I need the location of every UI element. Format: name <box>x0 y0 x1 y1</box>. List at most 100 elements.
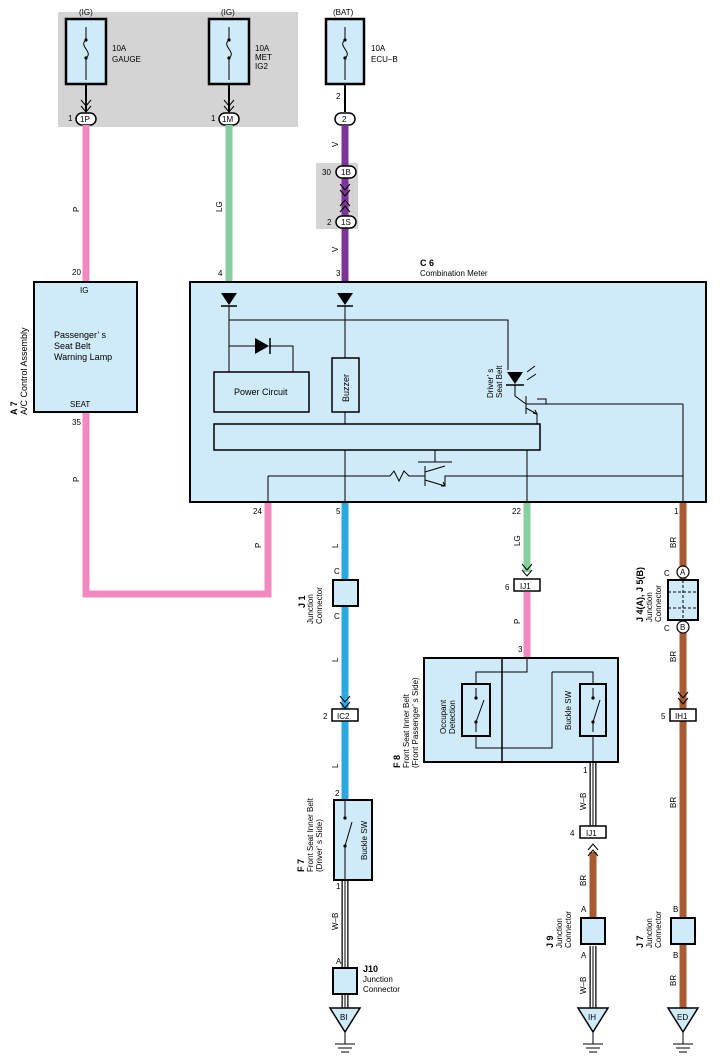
svg-text:1P: 1P <box>80 115 90 124</box>
svg-text:BR: BR <box>669 975 678 986</box>
junction-j9: A A J 9 Junction Connector <box>545 905 606 960</box>
f8-front-seat-inner-belt-passenger: 3 Occupant Detection Buckle SW 1 F 8 Fro… <box>392 645 619 775</box>
fuse-met-ig2: (IG) 10A MET IG2 <box>207 8 272 86</box>
svg-text:BI: BI <box>340 1013 348 1022</box>
svg-text:Connector: Connector <box>564 911 573 948</box>
svg-text:2: 2 <box>342 115 347 124</box>
svg-text:BR: BR <box>669 537 678 548</box>
junction-j4-j5: A B C C J 4(A), J 5(B) Junction Connecto… <box>635 565 699 634</box>
svg-text:Buckle SW: Buckle SW <box>564 690 573 730</box>
svg-text:LG: LG <box>513 535 522 546</box>
svg-text:(Driver’ s Side): (Driver’ s Side) <box>315 819 324 872</box>
svg-text:BR: BR <box>669 651 678 662</box>
svg-text:1: 1 <box>211 114 216 123</box>
svg-text:A: A <box>336 957 342 966</box>
ground-ih-icon: IH <box>576 1007 610 1053</box>
ground-bi-icon: BI <box>328 1007 362 1053</box>
connector-1b <box>335 165 357 179</box>
svg-text:10A: 10A <box>255 44 270 53</box>
ground-ed-icon: ED <box>666 1007 700 1053</box>
svg-text:BR: BR <box>579 875 588 886</box>
svg-text:Connector: Connector <box>315 587 324 624</box>
svg-text:(BAT): (BAT) <box>333 8 354 17</box>
svg-text:1M: 1M <box>222 115 233 124</box>
svg-text:F 7: F 7 <box>296 859 306 872</box>
svg-text:Seat Belt: Seat Belt <box>54 341 91 351</box>
power-circuit-block <box>213 371 310 413</box>
svg-text:Front Seat Inner Belt: Front Seat Inner Belt <box>306 797 315 872</box>
svg-text:3: 3 <box>336 269 341 278</box>
svg-text:LG: LG <box>215 201 224 212</box>
svg-text:F 8: F 8 <box>392 755 402 768</box>
meter-control-bar <box>213 423 541 451</box>
connector-ij1-top <box>513 578 541 592</box>
svg-text:Occupant: Occupant <box>439 699 448 734</box>
junction-j7: B B J 7 Junction Connector <box>635 905 696 960</box>
svg-text:Junction: Junction <box>306 594 315 624</box>
svg-text:IH1: IH1 <box>675 712 688 721</box>
svg-text:B: B <box>673 905 678 914</box>
svg-text:Junction: Junction <box>363 975 393 984</box>
svg-text:3: 3 <box>518 645 523 654</box>
svg-text:30: 30 <box>322 168 331 177</box>
svg-text:P: P <box>72 207 81 212</box>
combination-meter: C 6 Combination Meter 4 3 Power Circuit … <box>189 258 707 516</box>
svg-text:W–B: W–B <box>579 977 588 994</box>
ac-control-assembly: 20 IG Passenger’ s Seat Belt Warning Lam… <box>9 268 138 427</box>
svg-text:IJ1: IJ1 <box>520 582 531 591</box>
svg-text:BR: BR <box>669 797 678 808</box>
svg-text:5: 5 <box>661 712 666 721</box>
svg-text:A 7: A 7 <box>9 401 19 415</box>
svg-text:Detection: Detection <box>448 700 457 734</box>
svg-text:(Front Passenger’ s Side): (Front Passenger’ s Side) <box>411 677 420 768</box>
svg-text:L: L <box>331 657 340 662</box>
svg-text:L: L <box>331 543 340 548</box>
svg-text:C: C <box>334 567 340 576</box>
svg-text:(IG): (IG) <box>79 8 93 17</box>
fuse-ecu-b: (BAT) 10A ECU–B <box>324 8 398 86</box>
svg-text:Power Circuit: Power Circuit <box>234 387 288 397</box>
svg-text:1: 1 <box>583 766 588 775</box>
svg-text:MET: MET <box>255 53 272 62</box>
svg-text:6: 6 <box>505 583 510 592</box>
svg-text:IC2: IC2 <box>337 712 350 721</box>
svg-text:Combination Meter: Combination Meter <box>420 269 488 278</box>
svg-text:2: 2 <box>323 712 328 721</box>
svg-text:ED: ED <box>677 1013 688 1022</box>
svg-text:2: 2 <box>335 789 340 798</box>
svg-text:Connector: Connector <box>363 985 400 994</box>
svg-text:Seat Belt: Seat Belt <box>495 365 504 398</box>
svg-text:20: 20 <box>72 268 81 277</box>
svg-text:W–B: W–B <box>331 913 340 930</box>
svg-text:P: P <box>254 543 263 548</box>
svg-text:Connector: Connector <box>654 585 663 622</box>
svg-text:IG: IG <box>80 286 88 295</box>
svg-text:SEAT: SEAT <box>70 400 90 409</box>
svg-text:C: C <box>664 624 670 633</box>
svg-text:2: 2 <box>336 92 341 101</box>
svg-text:Front Seat Inner Belt: Front Seat Inner Belt <box>402 693 411 768</box>
svg-text:22: 22 <box>512 507 521 516</box>
svg-text:1: 1 <box>68 114 73 123</box>
svg-text:C: C <box>664 569 670 578</box>
svg-text:A/C Control Assembly: A/C Control Assembly <box>19 327 29 415</box>
svg-text:4: 4 <box>570 829 575 838</box>
svg-text:Buckle SW: Buckle SW <box>360 820 369 860</box>
svg-text:1B: 1B <box>341 168 351 177</box>
svg-text:5: 5 <box>336 507 341 516</box>
svg-text:1: 1 <box>336 882 341 891</box>
connector-ij1-bottom <box>579 825 607 839</box>
svg-text:J 1: J 1 <box>297 595 307 608</box>
svg-text:J 4(A), J 5(B): J 4(A), J 5(B) <box>635 567 645 622</box>
svg-text:A: A <box>581 905 587 914</box>
svg-text:Junction: Junction <box>645 592 654 622</box>
svg-text:Warning Lamp: Warning Lamp <box>54 352 112 362</box>
svg-text:J10: J10 <box>363 964 378 974</box>
f7-front-seat-inner-belt-driver: 2 Buckle SW 1 F 7 Front Seat Inner Belt … <box>296 789 373 891</box>
svg-text:Buzzer: Buzzer <box>341 374 351 402</box>
buzzer-block <box>331 357 360 413</box>
wire-pink-seat <box>82 412 272 598</box>
svg-text:P: P <box>72 477 81 482</box>
svg-text:V: V <box>331 246 340 252</box>
